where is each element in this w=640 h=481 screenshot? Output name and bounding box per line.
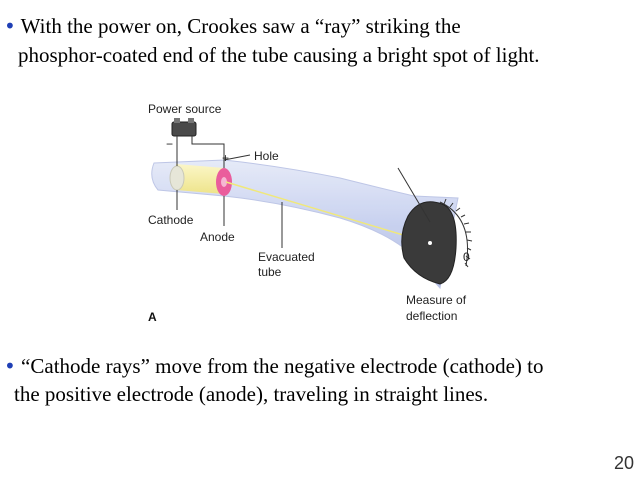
cathode-label: Cathode xyxy=(148,213,194,227)
hole-label: Hole xyxy=(254,149,279,163)
bullet-2-line-2: the positive electrode (anode), travelin… xyxy=(14,382,489,406)
bullet-1-text: With the power on, Crookes saw a “ray” s… xyxy=(20,14,461,38)
anode-wire xyxy=(191,136,225,168)
scale-ticks xyxy=(443,198,473,268)
measure-of-deflection-label-line-2: deflection xyxy=(406,309,457,323)
hole-leader xyxy=(223,154,251,161)
bullet-1-line-1: • With the power on, Crookes saw a “ray”… xyxy=(4,13,461,40)
measure-of-deflection-label-line-1: Measure of xyxy=(406,293,467,307)
bullet-2-line-1: • “Cathode rays” move from the negative … xyxy=(4,353,543,380)
power-terminal-positive xyxy=(188,118,194,123)
cathode-glow xyxy=(176,164,224,194)
scale-zero-label: 0 xyxy=(463,250,470,264)
deflection-scale xyxy=(439,201,468,267)
panel-label: A xyxy=(148,310,157,324)
anode-label: Anode xyxy=(200,230,235,244)
bullet-icon: • xyxy=(4,14,16,38)
bullet-1-line-2: phosphor-coated end of the tube causing … xyxy=(18,43,540,67)
evacuated-tube-label-line-1: Evacuated xyxy=(258,250,315,264)
crookes-tube-diagram: 0 Power source − + Hole Cathode Anode Ev… xyxy=(140,98,480,328)
minus-sign-label: − xyxy=(166,137,173,151)
bright-spot xyxy=(428,241,432,245)
power-terminal-negative xyxy=(174,118,180,123)
cathode-disk xyxy=(169,165,185,191)
bullet-2-text: “Cathode rays” move from the negative el… xyxy=(21,354,544,378)
evacuated-tube-label-line-2: tube xyxy=(258,265,282,279)
deflection-pointer xyxy=(397,167,431,223)
bullet-icon: • xyxy=(4,354,16,378)
plus-sign-label: + xyxy=(222,151,229,165)
power-source-box xyxy=(171,121,197,137)
anode-hole xyxy=(221,177,227,187)
diagram-svg: 0 Power source − + Hole Cathode Anode Ev… xyxy=(148,102,473,324)
slide-number: 20 xyxy=(613,453,634,473)
power-source-label: Power source xyxy=(148,102,222,116)
cathode-ray-beam xyxy=(225,181,431,244)
